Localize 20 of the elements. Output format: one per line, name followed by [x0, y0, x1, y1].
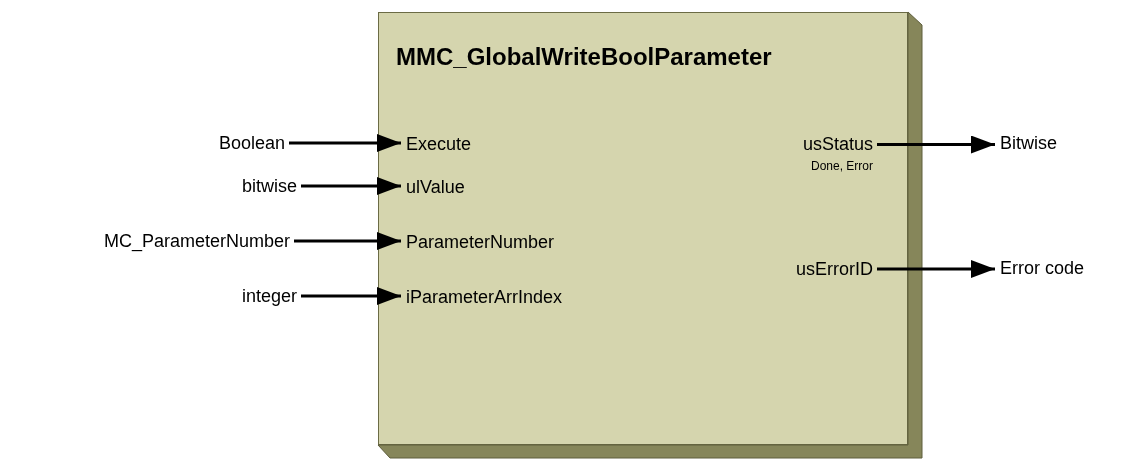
block-title: MMC_GlobalWriteBoolParameter — [396, 43, 772, 71]
arrow — [877, 135, 995, 154]
arrow — [301, 287, 401, 305]
pin-label: usErrorID — [796, 258, 873, 280]
arrow — [289, 134, 401, 152]
signal-type-label: Bitwise — [1000, 132, 1057, 154]
signal-type-label: Error code — [1000, 257, 1085, 279]
arrow — [877, 260, 995, 278]
pin-label: ulValue — [406, 176, 465, 198]
pin-label: Execute — [406, 133, 472, 155]
arrow — [294, 232, 401, 250]
signal-type-label: Boolean — [218, 132, 285, 154]
signal-type-label: MC_ParameterNumber — [103, 230, 290, 252]
signal-type-label: integer — [241, 285, 297, 307]
arrow — [301, 177, 401, 195]
pin-label: ParameterNumber — [406, 231, 555, 253]
pin-label: iParameterArrIndex — [406, 286, 563, 308]
signal-type-label: bitwise — [241, 175, 297, 197]
pin-note: Done, Error — [809, 159, 873, 173]
pin-label: usStatus — [802, 134, 873, 155]
